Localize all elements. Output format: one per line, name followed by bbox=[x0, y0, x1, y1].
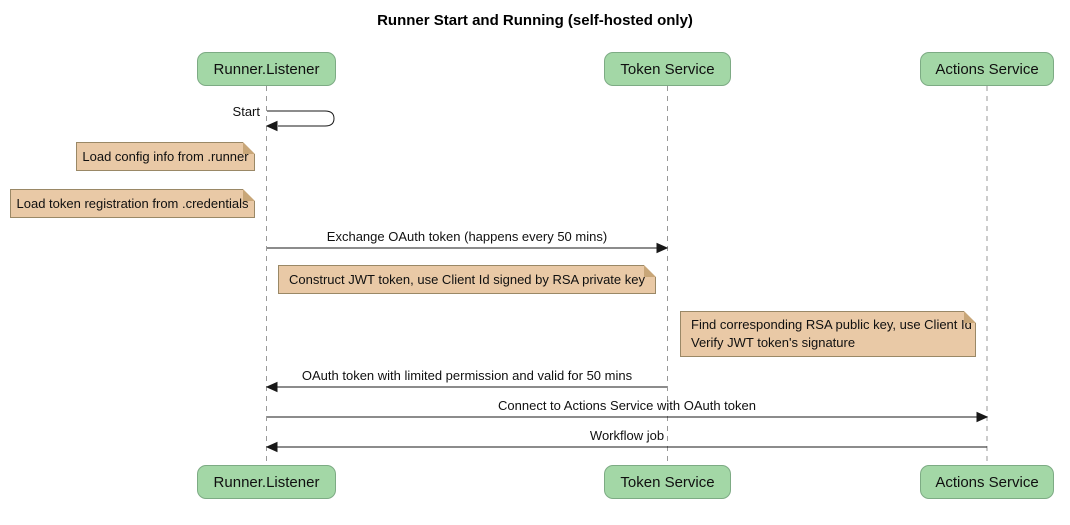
arrowhead-workflow-job bbox=[265, 441, 278, 453]
self-arrow-start bbox=[267, 110, 335, 127]
note-find-rsa: Find corresponding RSA public key, use C… bbox=[680, 311, 976, 357]
arrowhead-oauth-return bbox=[265, 381, 278, 393]
participant-bottom-runner-listener: Runner.Listener bbox=[197, 465, 336, 499]
note-load-config: Load config info from .runner bbox=[76, 142, 255, 171]
note-load-token-registration: Load token registration from .credential… bbox=[10, 189, 255, 218]
message-label-connect-actions: Connect to Actions Service with OAuth to… bbox=[498, 398, 756, 413]
participant-top-runner-listener: Runner.Listener bbox=[197, 52, 336, 86]
arrowhead-connect-actions bbox=[976, 411, 989, 423]
message-label-start: Start bbox=[232, 104, 260, 119]
message-label-exchange-oauth: Exchange OAuth token (happens every 50 m… bbox=[326, 229, 608, 244]
participant-bottom-actions-service: Actions Service bbox=[920, 465, 1054, 499]
participant-top-token-service: Token Service bbox=[604, 52, 731, 86]
message-label-workflow-job: Workflow job bbox=[589, 428, 665, 443]
self-arrowhead-start bbox=[265, 120, 278, 132]
arrowhead-exchange-oauth bbox=[656, 242, 669, 254]
participant-top-actions-service: Actions Service bbox=[920, 52, 1054, 86]
message-label-oauth-return: OAuth token with limited permission and … bbox=[301, 368, 633, 383]
note-find-rsa-line2: Verify JWT token's signature bbox=[691, 335, 856, 350]
participant-bottom-token-service: Token Service bbox=[604, 465, 731, 499]
note-find-rsa-line1: Find corresponding RSA public key, use C… bbox=[691, 317, 972, 332]
note-construct-jwt: Construct JWT token, use Client Id signe… bbox=[278, 265, 656, 294]
diagram-title: Runner Start and Running (self-hosted on… bbox=[377, 12, 693, 29]
